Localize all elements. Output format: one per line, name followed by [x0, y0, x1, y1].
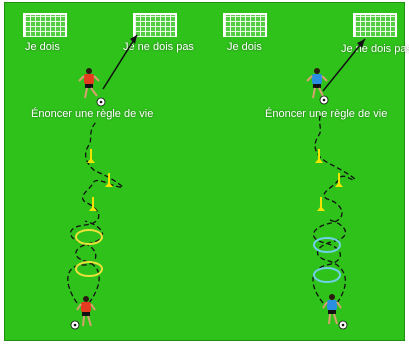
right-shot-arrowhead: [357, 39, 365, 48]
goal-label-left-yes: Je dois: [25, 41, 60, 53]
left-player-top: [78, 68, 100, 99]
right-shot-arrow: [322, 38, 366, 92]
right-cone-1: [314, 148, 324, 164]
right-cone-2: [334, 172, 344, 188]
left-cone-1: [86, 148, 96, 164]
goal-label-right-no: Je ne dois pas: [341, 43, 409, 55]
goal-label-left-no: Je ne dois pas: [123, 41, 194, 53]
goal-right-je-ne-dois-pas: [353, 13, 397, 37]
instruction-left: Énoncer une règle de vie: [31, 108, 154, 120]
right-dribble-path: [312, 112, 356, 304]
left-ball-bottom: [70, 320, 80, 330]
left-dribble-path: [67, 120, 125, 304]
right-hoop-2: [313, 267, 341, 283]
right-player-bottom: [322, 294, 342, 325]
left-hoop-2: [75, 261, 103, 277]
goal-left-je-dois: [23, 13, 67, 37]
goal-left-je-ne-dois-pas: [133, 13, 177, 37]
right-cone-3: [316, 196, 326, 212]
instruction-right: Énoncer une règle de vie: [265, 108, 388, 120]
left-hoop-1: [75, 229, 103, 245]
right-player-top: [306, 68, 328, 99]
left-shot-arrow: [102, 34, 138, 90]
right-hoop-1: [313, 237, 341, 253]
left-player-bottom: [76, 296, 96, 327]
soccer-field: Je dois Je ne dois pas Je dois Je ne doi…: [4, 2, 409, 341]
drill-diagram: [67, 34, 366, 330]
right-ball-bottom: [338, 320, 348, 330]
goal-right-je-dois: [223, 13, 267, 37]
goal-label-right-yes: Je dois: [227, 41, 262, 53]
left-ball-top: [96, 97, 106, 107]
right-ball-top: [319, 95, 329, 105]
left-shot-arrowhead: [130, 35, 137, 44]
